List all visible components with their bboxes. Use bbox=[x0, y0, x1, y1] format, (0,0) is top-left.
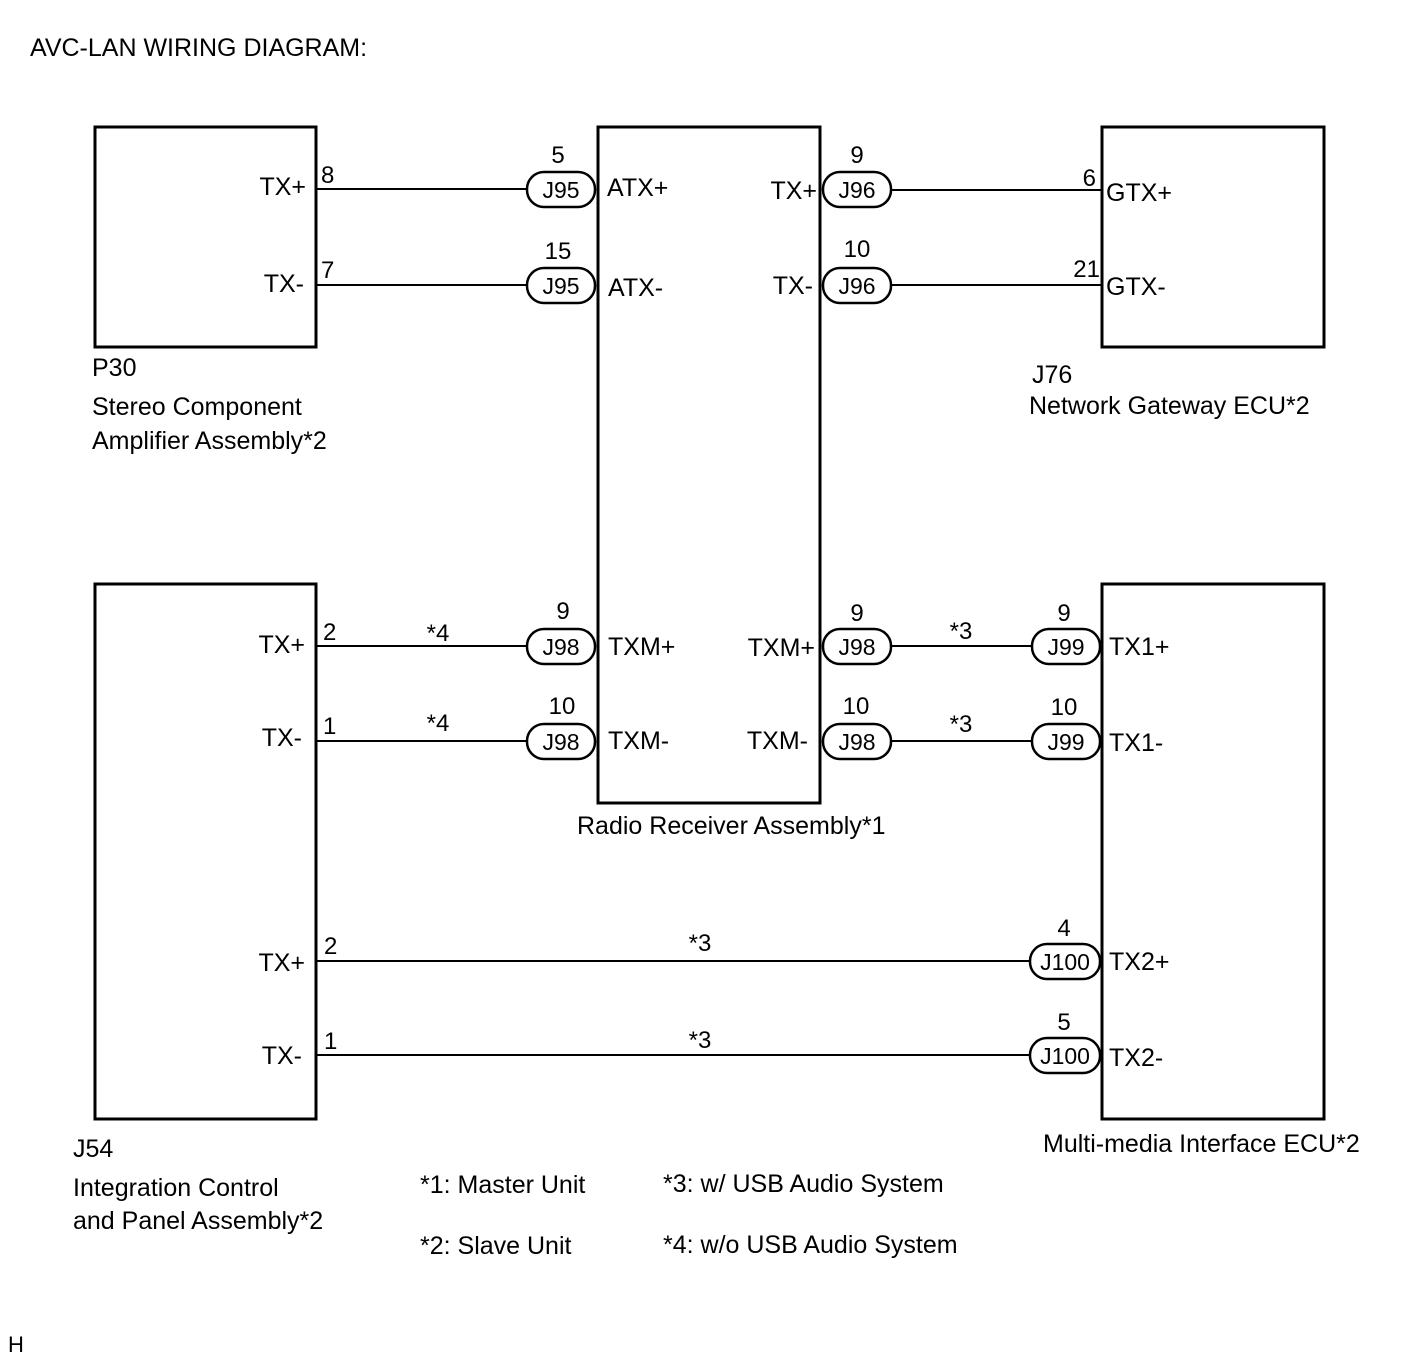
p30-pin-txp: TX+ bbox=[259, 173, 306, 201]
connector-pin-number: 15 bbox=[545, 238, 572, 265]
connector-j98-right-1: J98 bbox=[821, 627, 893, 666]
connector-pin-number: 10 bbox=[1051, 694, 1078, 721]
note-slave-unit: *2: Slave Unit bbox=[420, 1232, 572, 1260]
diagram-title: AVC-LAN WIRING DIAGRAM: bbox=[30, 34, 367, 62]
svg-text:J98: J98 bbox=[838, 729, 875, 755]
svg-text:J98: J98 bbox=[542, 729, 579, 755]
note-with-usb: *3: w/ USB Audio System bbox=[663, 1170, 944, 1198]
j54-pin-txp-2: TX+ bbox=[258, 949, 305, 977]
j54-pin-txp-1: TX+ bbox=[258, 631, 305, 659]
p30-name-line2: Amplifier Assembly*2 bbox=[92, 427, 327, 455]
svg-text:J98: J98 bbox=[542, 634, 579, 660]
j54-pin-number: 1 bbox=[324, 1028, 337, 1055]
svg-text:J100: J100 bbox=[1040, 1043, 1090, 1069]
svg-text:J95: J95 bbox=[542, 177, 579, 203]
radio-pin-txmp-right: TXM+ bbox=[748, 634, 815, 662]
j54-name-line1: Integration Control bbox=[73, 1174, 279, 1202]
j54-pin-number: 2 bbox=[324, 933, 337, 960]
j54-pin-number: 2 bbox=[323, 619, 336, 646]
connector-pin-number: 5 bbox=[551, 142, 564, 169]
connector-j98-left-2: J98 bbox=[525, 722, 597, 761]
connector-j100-2: J100 bbox=[1028, 1036, 1102, 1075]
note-without-usb: *4: w/o USB Audio System bbox=[663, 1231, 958, 1259]
connector-pin-number: 10 bbox=[843, 693, 870, 720]
p30-box bbox=[93, 125, 318, 349]
mmi-pin-tx2p: TX2+ bbox=[1109, 948, 1169, 976]
j54-code: J54 bbox=[73, 1135, 113, 1163]
mmi-box bbox=[1100, 582, 1326, 1121]
j76-pin-gtxm: GTX- bbox=[1106, 273, 1166, 301]
connector-j98-left-1: J98 bbox=[525, 627, 597, 666]
connector-j99-1: J99 bbox=[1030, 627, 1102, 666]
svg-text:J99: J99 bbox=[1047, 729, 1084, 755]
wire-note: *3 bbox=[950, 618, 973, 645]
j76-pin-number: 21 bbox=[1073, 256, 1100, 283]
radio-pin-txp-right: TX+ bbox=[770, 177, 817, 205]
wire-note: *4 bbox=[427, 710, 450, 737]
connector-pin-number: 9 bbox=[1057, 600, 1070, 627]
radio-receiver-box bbox=[596, 125, 822, 805]
j54-pin-txm-1: TX- bbox=[262, 724, 302, 752]
j76-pin-number: 6 bbox=[1083, 165, 1096, 192]
connector-pin-number: 9 bbox=[850, 600, 863, 627]
p30-pin-number: 7 bbox=[321, 257, 334, 284]
connector-j99-2: J99 bbox=[1030, 722, 1102, 761]
p30-code: P30 bbox=[92, 354, 136, 382]
connector-pin-number: 5 bbox=[1057, 1009, 1070, 1036]
mmi-pin-tx1m: TX1- bbox=[1109, 729, 1163, 757]
j76-name: Network Gateway ECU*2 bbox=[1029, 392, 1310, 420]
j54-name-line2: and Panel Assembly*2 bbox=[73, 1207, 323, 1235]
p30-name-line1: Stereo Component bbox=[92, 393, 302, 421]
wire-note: *4 bbox=[427, 620, 450, 647]
mmi-pin-tx1p: TX1+ bbox=[1109, 633, 1169, 661]
corner-mark: H bbox=[8, 1332, 24, 1357]
connector-j98-right-2: J98 bbox=[821, 722, 893, 761]
connector-pin-number: 10 bbox=[844, 236, 871, 263]
wire-note: *3 bbox=[689, 930, 712, 957]
p30-pin-txm: TX- bbox=[264, 270, 304, 298]
radio-pin-atxm: ATX- bbox=[608, 274, 663, 302]
radio-pin-atxp: ATX+ bbox=[607, 174, 668, 202]
j54-pin-number: 1 bbox=[323, 713, 336, 740]
connector-pin-number: 10 bbox=[549, 693, 576, 720]
connector-j96-1: J96 bbox=[821, 170, 893, 209]
svg-text:J95: J95 bbox=[542, 273, 579, 299]
radio-pin-txmm-left: TXM- bbox=[608, 727, 669, 755]
connector-j100-1: J100 bbox=[1028, 942, 1102, 981]
radio-pin-txmp-left: TXM+ bbox=[608, 633, 675, 661]
mmi-name: Multi-media Interface ECU*2 bbox=[1043, 1130, 1360, 1158]
j76-pin-gtxp: GTX+ bbox=[1106, 179, 1172, 207]
svg-text:J99: J99 bbox=[1047, 634, 1084, 660]
j54-pin-txm-2: TX- bbox=[262, 1042, 302, 1070]
connector-pin-number: 9 bbox=[556, 598, 569, 625]
connector-pin-number: 9 bbox=[850, 142, 863, 169]
p30-pin-number: 8 bbox=[321, 162, 334, 189]
radio-name: Radio Receiver Assembly*1 bbox=[577, 812, 885, 840]
connector-j95-1: J95 bbox=[525, 170, 597, 209]
j54-box bbox=[93, 582, 318, 1121]
mmi-pin-tx2m: TX2- bbox=[1109, 1044, 1163, 1072]
connector-j95-2: J95 bbox=[525, 266, 597, 305]
svg-text:J98: J98 bbox=[838, 634, 875, 660]
connector-pin-number: 4 bbox=[1057, 915, 1070, 942]
j76-box bbox=[1100, 125, 1326, 349]
svg-text:J96: J96 bbox=[838, 273, 875, 299]
svg-text:J100: J100 bbox=[1040, 949, 1090, 975]
radio-pin-txm-right: TX- bbox=[773, 272, 813, 300]
wire-note: *3 bbox=[689, 1027, 712, 1054]
svg-text:J96: J96 bbox=[838, 177, 875, 203]
note-master-unit: *1: Master Unit bbox=[420, 1171, 585, 1199]
j76-code: J76 bbox=[1032, 361, 1072, 389]
connector-j96-2: J96 bbox=[821, 266, 893, 305]
wire-note: *3 bbox=[950, 711, 973, 738]
radio-pin-txmm-right: TXM- bbox=[747, 727, 808, 755]
